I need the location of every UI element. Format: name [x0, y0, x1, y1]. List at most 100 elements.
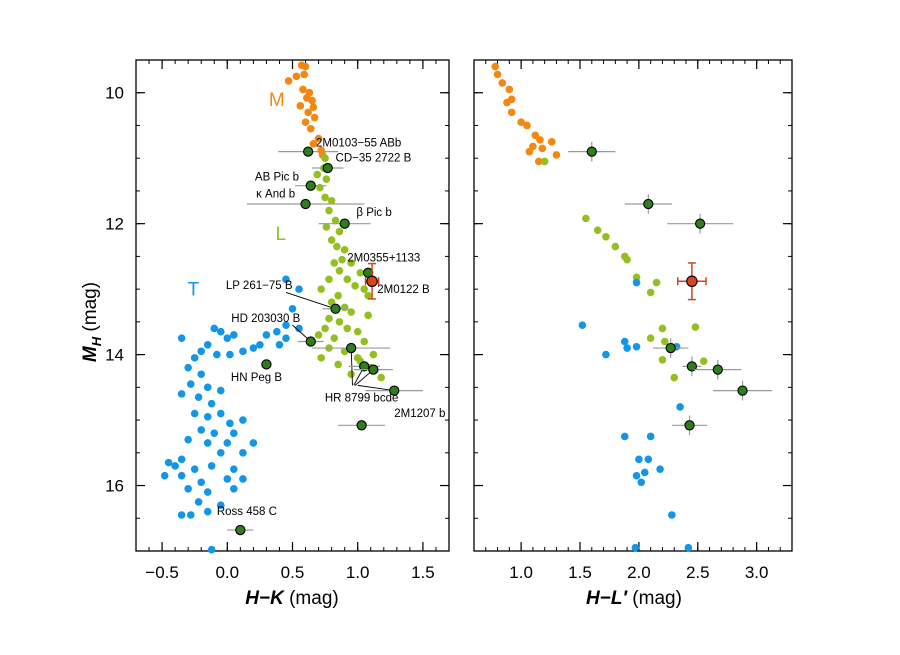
- companion-point: [300, 198, 311, 210]
- field-point-M: [538, 144, 547, 153]
- plot-frame-right: [473, 59, 793, 552]
- field-point-T: [177, 390, 186, 398]
- field-point-L: [321, 154, 329, 162]
- x-axis-label-right-unit: (mag): [627, 588, 682, 609]
- field-point-L: [353, 327, 362, 336]
- field-point-T: [210, 429, 219, 437]
- field-point-M: [310, 113, 319, 122]
- x-tick-label-left: 0.5: [281, 563, 305, 582]
- field-point-T: [676, 403, 684, 411]
- field-point-T: [273, 327, 281, 336]
- field-point-T: [177, 455, 186, 464]
- field-point-T: [216, 327, 225, 336]
- x-tick-label-right: 1.5: [568, 563, 592, 582]
- field-point-M: [517, 118, 525, 126]
- field-point-L: [322, 223, 331, 231]
- field-point-T: [620, 337, 629, 346]
- field-point-T: [632, 471, 641, 480]
- field-point-T: [164, 458, 173, 467]
- field-point-L: [338, 255, 346, 264]
- field-point-T: [190, 465, 199, 473]
- field-point-T: [226, 350, 234, 359]
- field-point-M: [525, 147, 534, 156]
- field-point-L: [343, 275, 352, 284]
- field-point-L: [321, 324, 329, 333]
- field-point-T: [197, 370, 206, 379]
- field-point-L: [317, 354, 325, 362]
- field-point-L: [330, 259, 339, 267]
- field-point-L: [369, 350, 378, 359]
- field-point-T: [197, 426, 206, 434]
- y-tick-label: 14: [105, 346, 124, 365]
- companion-point: [737, 385, 748, 396]
- point-annotation: 2M1207 b: [394, 408, 445, 420]
- field-point-L: [340, 246, 349, 254]
- field-point-M: [304, 108, 312, 117]
- y-axis-label: MH (mag): [80, 282, 104, 362]
- companion-point: [322, 162, 333, 174]
- field-point-M: [536, 136, 544, 144]
- field-point-M: [292, 72, 301, 81]
- companion-point: [586, 146, 597, 157]
- y-tick-label: 16: [105, 477, 124, 496]
- field-point-T: [239, 347, 247, 356]
- field-point-L: [325, 206, 333, 215]
- field-point-L: [658, 356, 667, 364]
- field-point-M: [309, 103, 318, 111]
- field-point-L: [313, 170, 322, 179]
- x-axis-label-left: H−K (mag): [245, 588, 338, 609]
- field-point-T: [194, 393, 203, 401]
- field-point-T: [203, 383, 212, 392]
- field-point-T: [197, 478, 206, 487]
- field-point-M: [299, 85, 307, 94]
- y-axis-label-sub: H: [89, 336, 104, 346]
- field-point-M: [301, 62, 310, 71]
- field-point-T: [184, 363, 192, 372]
- companion-point: [346, 342, 357, 354]
- field-point-M: [498, 79, 507, 87]
- point-annotation: 2M0103−55 ABb: [316, 137, 401, 149]
- field-point-T: [288, 304, 297, 313]
- axis-titles: H−K (mag) H−L′ (mag) MH (mag): [80, 282, 682, 609]
- field-point-L: [351, 282, 359, 290]
- field-point-T: [171, 462, 179, 470]
- target-point: [686, 275, 698, 288]
- field-point-L: [334, 291, 342, 300]
- field-point-T: [177, 471, 186, 480]
- point-annotation: HD 203030 B: [231, 313, 300, 325]
- field-point-L: [347, 259, 355, 267]
- field-point-M: [491, 62, 500, 71]
- field-point-T: [184, 485, 192, 493]
- field-point-M: [314, 134, 323, 143]
- field-point-L: [322, 175, 331, 183]
- field-point-L: [377, 373, 385, 382]
- x-tick-label-right: 2.5: [686, 563, 710, 582]
- field-point-T: [620, 432, 629, 441]
- field-point-T: [668, 511, 676, 519]
- companion-point: [261, 359, 272, 370]
- field-point-T: [194, 498, 203, 506]
- field-point-T: [230, 331, 238, 339]
- field-point-M: [284, 77, 293, 85]
- field-point-T: [207, 399, 216, 408]
- field-point-M: [505, 85, 514, 94]
- field-point-L: [356, 268, 365, 277]
- y-tick-label: 10: [105, 84, 124, 103]
- companion-point: [359, 361, 370, 372]
- field-point-T: [239, 475, 247, 483]
- field-point-T: [632, 342, 641, 351]
- field-point-M: [300, 70, 309, 79]
- field-point-T: [623, 344, 631, 352]
- field-point-L: [317, 285, 325, 293]
- field-point-M: [534, 157, 543, 166]
- field-point-T: [282, 334, 290, 343]
- field-point-T: [203, 488, 212, 496]
- point-annotation: AB Pic b: [255, 171, 299, 183]
- field-point-T: [230, 465, 238, 473]
- field-point-L: [646, 334, 655, 343]
- field-point-T: [190, 409, 199, 418]
- companion-point: [643, 198, 654, 210]
- companion-point: [305, 180, 316, 191]
